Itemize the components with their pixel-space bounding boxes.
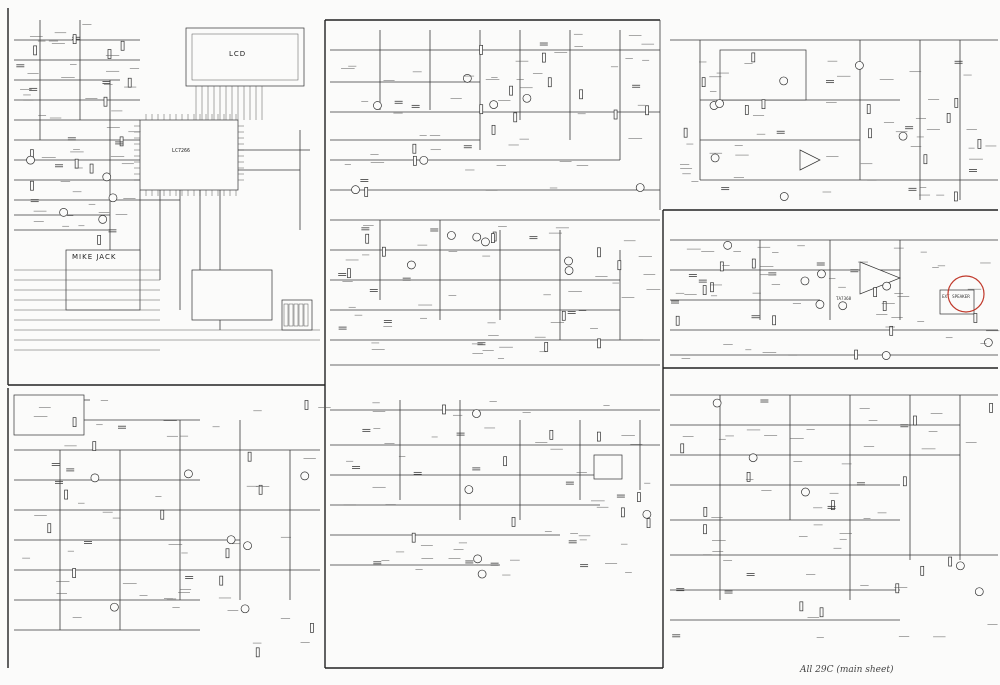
cpu-ic-label: LC7266: [172, 148, 190, 154]
switch-array: [191, 269, 313, 331]
audio-amp-ic: TA7368: [836, 261, 901, 301]
section-borders: [7, 8, 998, 669]
handwritten-note: All 29C (main sheet): [799, 664, 894, 675]
audio-section-low: [330, 400, 660, 566]
connector-block: [13, 394, 85, 436]
power-section: [14, 399, 320, 631]
mike-jack-label: MIKE JACK: [72, 253, 116, 261]
component-symbols: [16, 34, 993, 658]
right-bottom-section: [670, 394, 998, 621]
audio-section-mid: [330, 219, 660, 366]
highlight-circle: [947, 275, 985, 313]
audio-amp-label: TA7368: [836, 296, 852, 301]
left-wiring: [14, 20, 310, 330]
opamp-top: [799, 149, 821, 171]
ext-speaker-jack: EXT SPEAKER: [939, 275, 985, 315]
opamp-mid: [593, 454, 623, 480]
mike-jack-block: MIKE JACK: [14, 249, 320, 351]
cpu-ic: LC7266: [134, 114, 244, 196]
lcd-label: LCD: [229, 50, 246, 58]
audio-section-top: [330, 20, 661, 210]
ext-speaker-label: EXT SPEAKER: [942, 294, 970, 299]
ic-pll: [719, 49, 807, 101]
component-labels: [20, 24, 1000, 644]
lcd-module: LCD: [185, 27, 305, 120]
